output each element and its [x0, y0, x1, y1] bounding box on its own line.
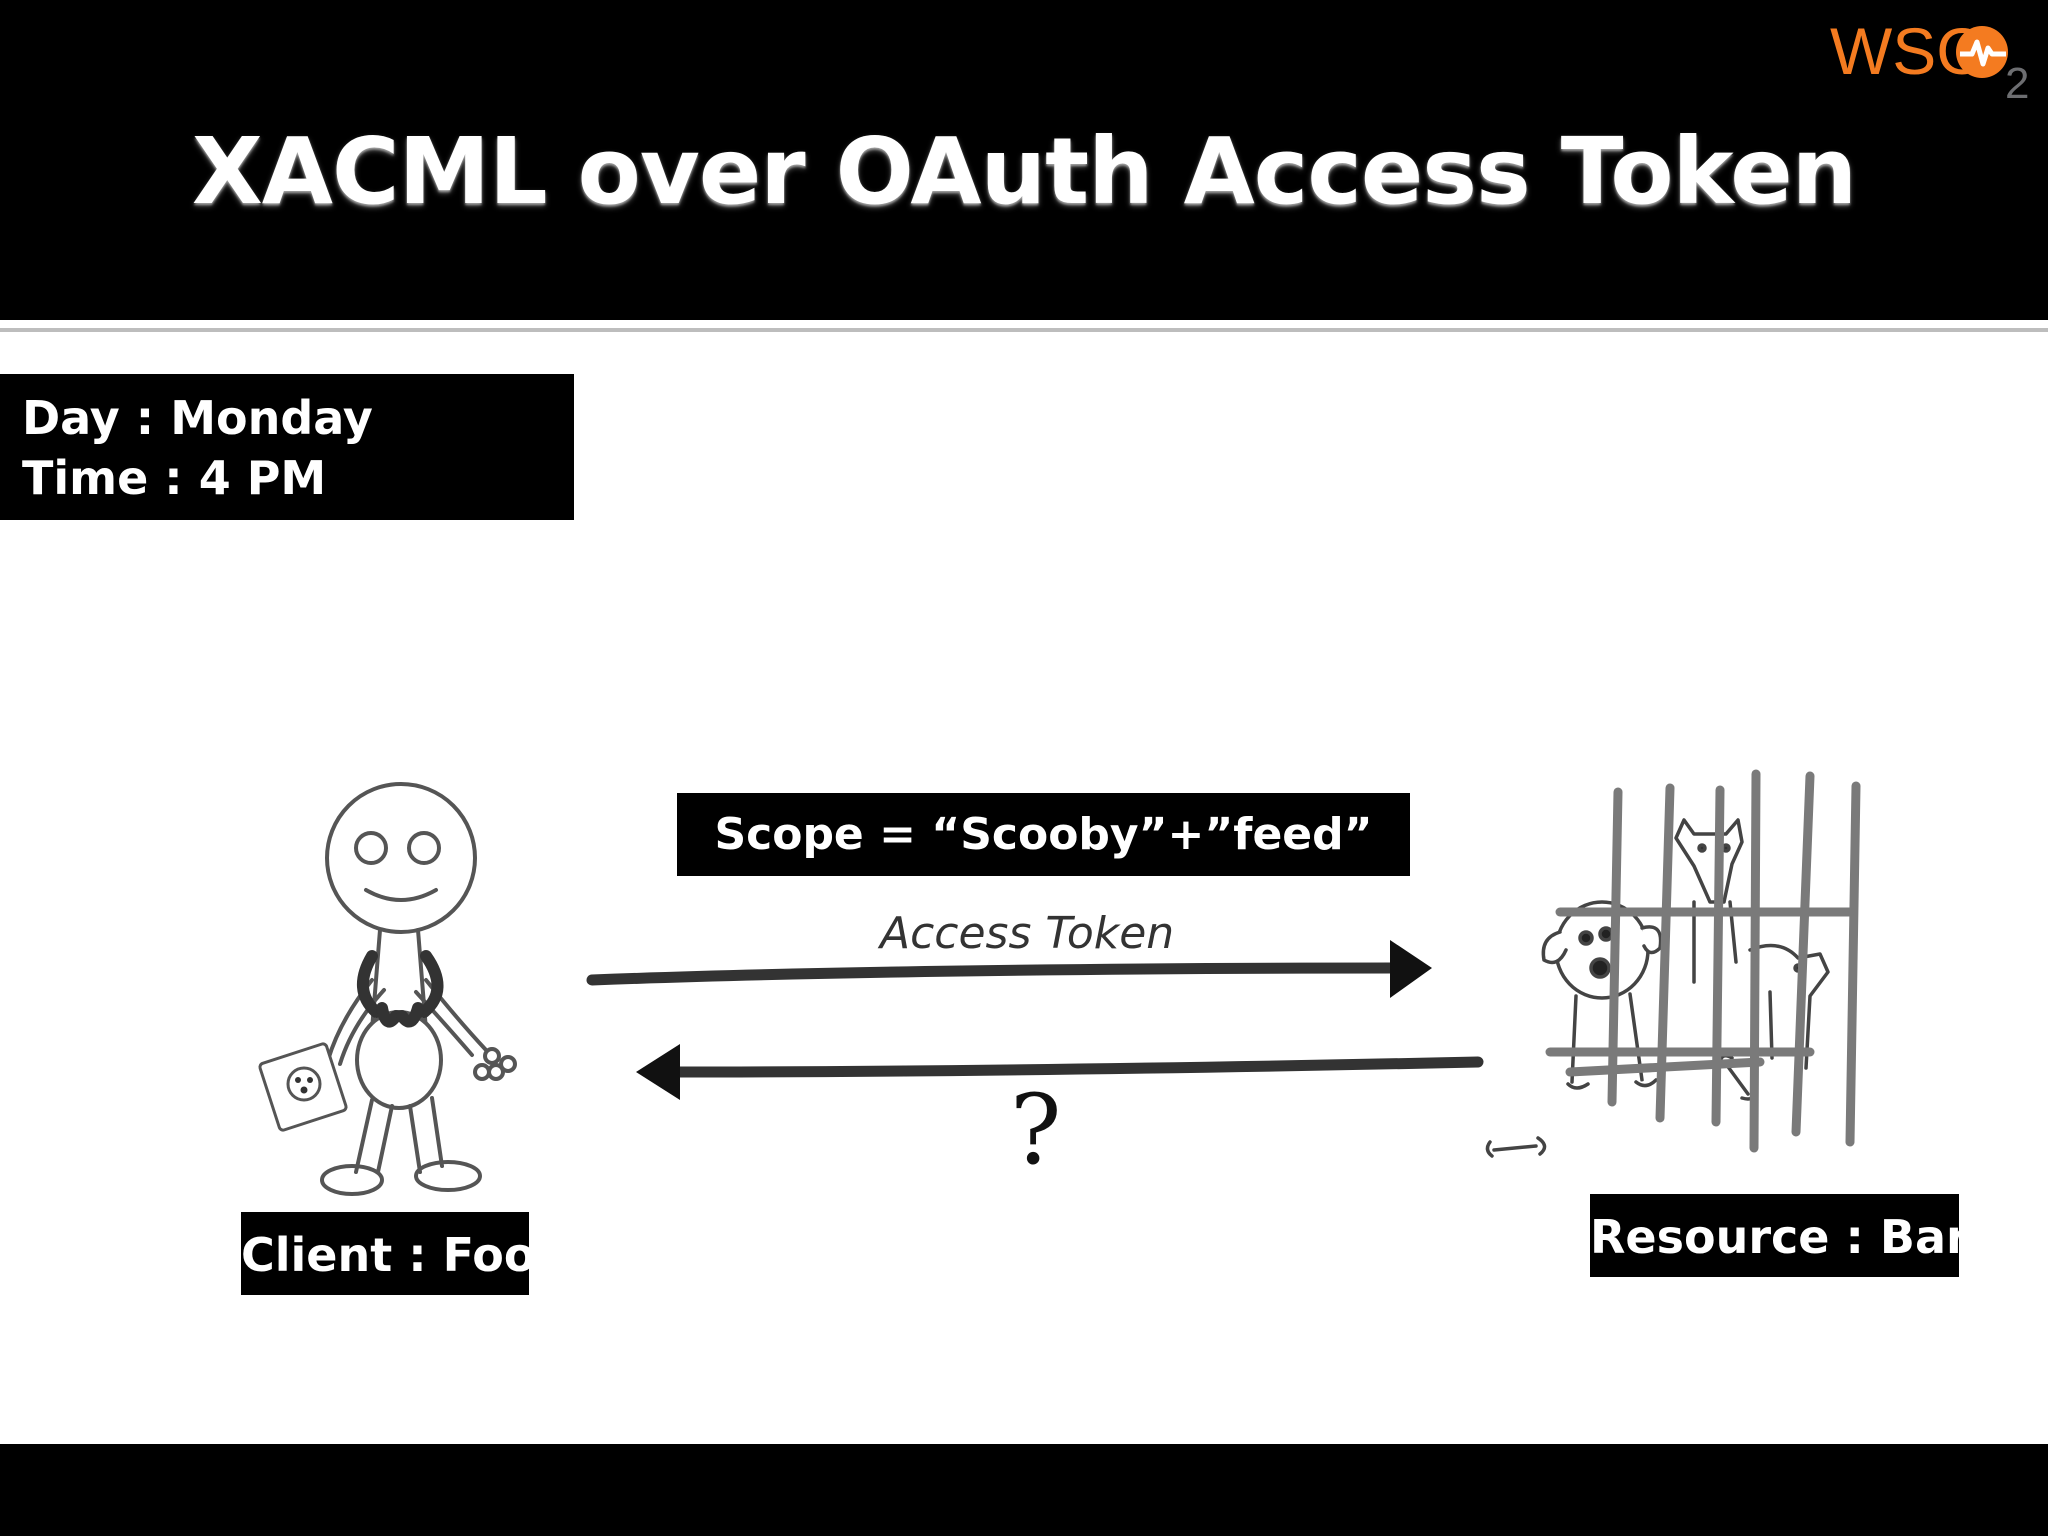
caged-dogs-icon: [1485, 769, 1861, 1158]
back-arrow-line: [664, 1056, 1484, 1078]
wso2-logo: WSO 2: [1830, 14, 2029, 108]
time-label: Time : 4 PM: [22, 451, 327, 505]
cage-bars: [1545, 769, 1861, 1153]
back-arrow: [636, 1044, 1484, 1100]
client-figure-icon: [258, 782, 517, 1196]
dogs-drawing: [1485, 818, 1830, 1158]
client-label: Client : Foo: [241, 1212, 535, 1295]
header-divider: [0, 328, 2048, 332]
back-arrow-head: [636, 1044, 680, 1100]
logo-subscript: 2: [2005, 59, 2029, 108]
access-token-label: Access Token: [880, 908, 1175, 959]
forward-arrow-line: [586, 962, 1406, 986]
resource-label: Resource : Bar: [1590, 1194, 1969, 1277]
forward-arrow-head: [1390, 940, 1432, 998]
scope-label: Scope = “Scooby”+”feed”: [677, 793, 1410, 876]
footer-bar: [0, 1444, 2048, 1536]
forward-arrow: [586, 940, 1432, 998]
day-label: Day : Monday: [22, 391, 373, 445]
slide-title: XACML over OAuth Access Token: [191, 118, 1857, 225]
question-mark: ?: [1010, 1074, 1062, 1186]
header-bar: [0, 0, 2048, 320]
logo-pulse-icon: [1960, 39, 2006, 67]
dog-food-bag-icon: [258, 1042, 348, 1132]
day-time-box: Day : Monday Time : 4 PM: [0, 374, 574, 520]
stethoscope-icon: [356, 950, 444, 1028]
